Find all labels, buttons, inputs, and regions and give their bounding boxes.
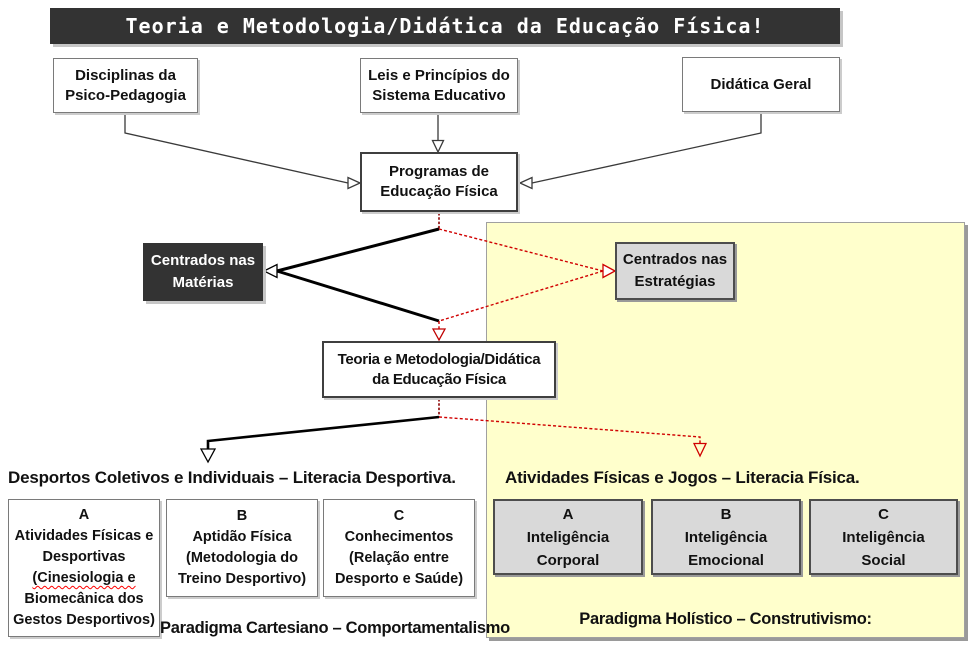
box-right-c: C Inteligência Social <box>809 499 958 575</box>
left-paradigm-label: Paradigma Cartesiano – Comportamentalism… <box>160 619 510 637</box>
box-right-a-body: Inteligência Corporal <box>526 528 610 569</box>
box-centrados-materias: Centrados nas Matérias <box>143 243 263 301</box>
box-leis-principios: Leis e Princípios do Sistema Educativo <box>360 58 518 113</box>
box-didatica-geral-label: Didática Geral <box>710 75 812 93</box>
box-left-b: B Aptidão Física (Metodologia do Treino … <box>166 499 318 597</box>
box-didatica-geral: Didática Geral <box>682 57 840 112</box>
box-centrados-estrategias: Centrados nas Estratégias <box>615 242 735 300</box>
box-right-b: B Inteligência Emocional <box>651 499 801 575</box>
box-disciplinas-psico-pedagogia: Disciplinas da Psico-Pedagogia <box>53 58 198 113</box>
box-right-b-body: Inteligência Emocional <box>684 528 768 569</box>
box-programas-educacao-fisica: Programas de Educação Física <box>360 152 518 212</box>
arrow-to-centrados-materias <box>276 227 440 323</box>
box-right-c-title: C <box>878 505 889 523</box>
box-left-a-body: Atividades Físicas e Desportivas (Cinesi… <box>13 526 155 631</box>
box-left-c-title: C <box>393 508 405 524</box>
box-teoria-metodologia-label: Teoria e Metodologia/Didática da Educaçã… <box>337 350 541 388</box>
box-left-a: A Atividades Físicas e Desportivas (Cine… <box>8 499 160 637</box>
arrow-leis-to-programas <box>431 113 445 154</box>
box-teoria-metodologia: Teoria e Metodologia/Didática da Educaçã… <box>322 341 556 398</box>
box-centrados-materias-label: Centrados nas Matérias <box>150 252 256 291</box>
box-left-a-misspelled-line: (Cinesiologia e <box>32 570 136 586</box>
box-left-b-title: B <box>236 508 248 524</box>
box-leis-label: Leis e Princípios do Sistema Educativo <box>368 66 510 104</box>
box-left-a-body-end: Biomecânica dos Gestos Desportivos) <box>13 591 155 628</box>
arrow-disciplinas-to-programas <box>124 113 362 190</box>
arrow-to-left-section <box>206 415 440 449</box>
arrowhead-left-section <box>199 448 217 464</box>
box-left-a-body-start: Atividades Físicas e Desportivas <box>14 528 154 565</box>
box-disciplinas-label: Disciplinas da Psico-Pedagogia <box>65 66 186 104</box>
box-right-c-body: Inteligência Social <box>842 528 925 569</box>
arrowhead-centrados-materias <box>262 263 278 279</box>
box-programas-label: Programas de Educação Física <box>380 163 498 200</box>
box-left-c-body: Conhecimentos (Relação entre Desporto e … <box>334 529 464 587</box>
right-paradigm-label: Paradigma Holístico – Construtivismo: <box>579 610 872 628</box>
box-left-a-title: A <box>78 507 90 523</box>
box-left-c: C Conhecimentos (Relação entre Desporto … <box>323 499 475 597</box>
diagram-title: Teoria e Metodologia/Didática da Educaçã… <box>125 14 765 38</box>
box-left-b-body: Aptidão Física (Metodologia do Treino De… <box>177 529 307 587</box>
right-section-heading: Atividades Físicas e Jogos – Literacia F… <box>505 468 860 487</box>
diagram-title-bar: Teoria e Metodologia/Didática da Educaçã… <box>50 8 840 44</box>
arrow-didatica-to-programas <box>518 112 762 190</box>
left-section-heading: Desportos Coletivos e Individuais – Lite… <box>8 468 456 487</box>
arrowhead-into-teoria <box>431 328 447 342</box>
box-right-b-title: B <box>720 505 732 523</box>
box-right-a: A Inteligência Corporal <box>493 499 643 575</box>
box-right-a-title: A <box>562 505 574 523</box>
box-centrados-estrategias-label: Centrados nas Estratégias <box>622 251 728 290</box>
